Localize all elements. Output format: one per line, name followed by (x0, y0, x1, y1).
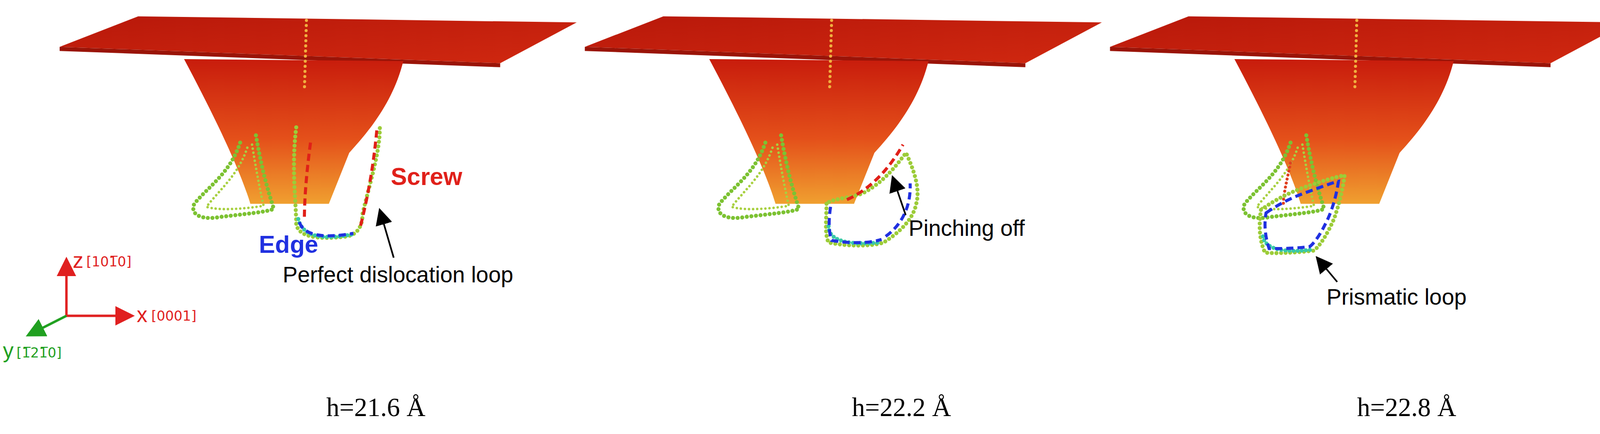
axis-letter: x (136, 303, 148, 327)
axis-direction: [101̅0] (86, 255, 132, 271)
indentation-depth: h=22.8 Å (1357, 393, 1456, 423)
axis-arrow (65, 261, 68, 317)
indentation-depth: h=21.6 Å (326, 393, 426, 423)
axis-letter: y (2, 339, 14, 363)
leader-arrow (380, 211, 394, 258)
callout-text: Perfect dislocation loop (282, 262, 514, 288)
axis-arrow (30, 316, 67, 335)
callout-text: Pinching off (908, 216, 1025, 241)
axis-arrow (66, 315, 130, 318)
axis-letter: z (72, 249, 84, 273)
axis-direction: [0001] (151, 309, 197, 325)
leader-arrow (1317, 258, 1338, 283)
callout-text: Prismatic loop (1326, 285, 1467, 310)
dislocation-type-label: Edge (258, 231, 319, 259)
dislocation-type-label: Screw (390, 163, 463, 191)
axis-direction: [1̅21̅0] (16, 346, 62, 362)
indentation-depth: h=22.2 Å (851, 393, 951, 423)
leader-arrow (893, 178, 906, 216)
